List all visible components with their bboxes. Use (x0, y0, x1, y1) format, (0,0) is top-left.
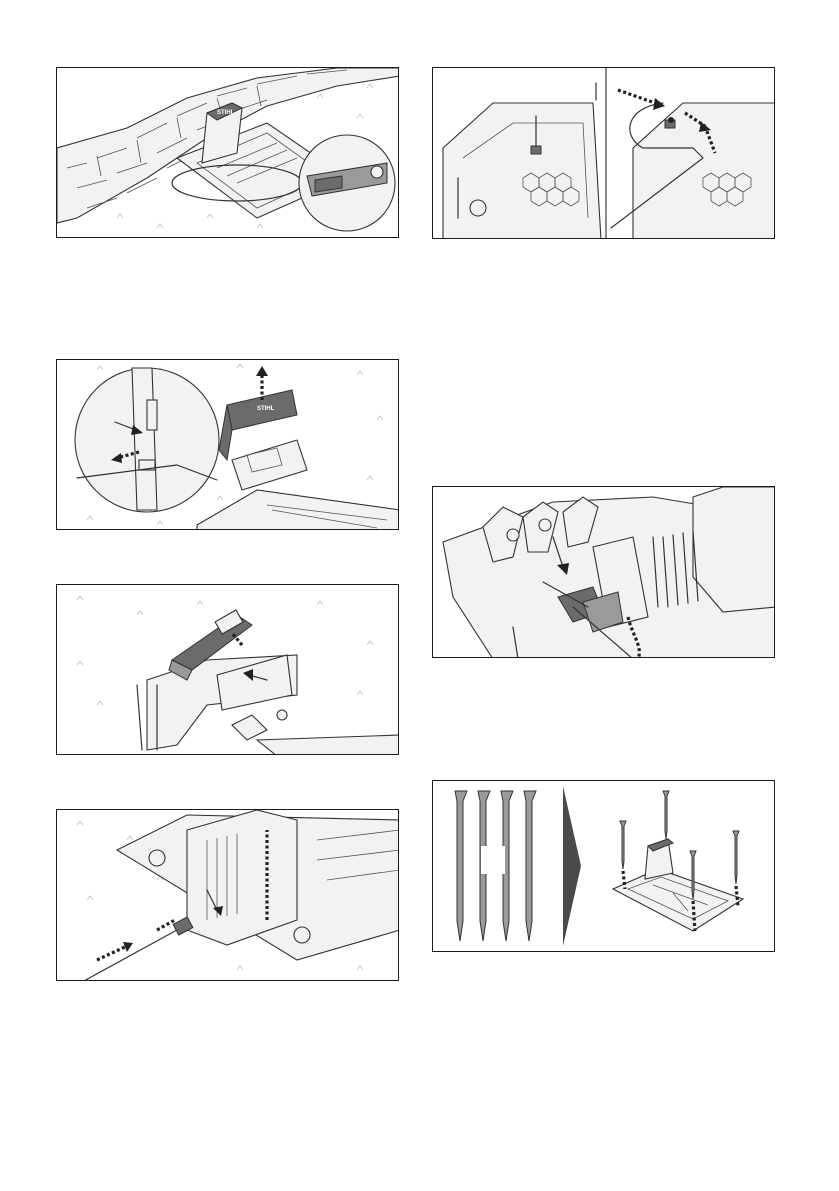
figure-remove-cover: STIHL (56, 359, 399, 530)
cover-logo: STIHL (257, 406, 275, 412)
figure-insert-cable (56, 809, 399, 981)
illustration-insert-cable (57, 810, 399, 981)
figure-route-wire-base (432, 67, 775, 239)
big-chevron-right-icon (563, 786, 581, 946)
figure-docking-against-wall: STIHL (56, 67, 399, 238)
figure-pegs-fix-base (432, 780, 775, 952)
illustration-open-flap (57, 585, 399, 755)
up-arrow-icon (256, 366, 268, 376)
logo-text: STIHL (217, 110, 235, 116)
illustration-clip-wire (433, 487, 775, 658)
illustration-docking-against-wall: STIHL (57, 68, 399, 238)
illustration-pegs-fix-base (433, 781, 775, 952)
illustration-route-wire-base (433, 68, 775, 239)
illustration-remove-cover: STIHL (57, 360, 399, 530)
figure-clip-wire (432, 486, 775, 658)
figure-open-flap (56, 584, 399, 755)
